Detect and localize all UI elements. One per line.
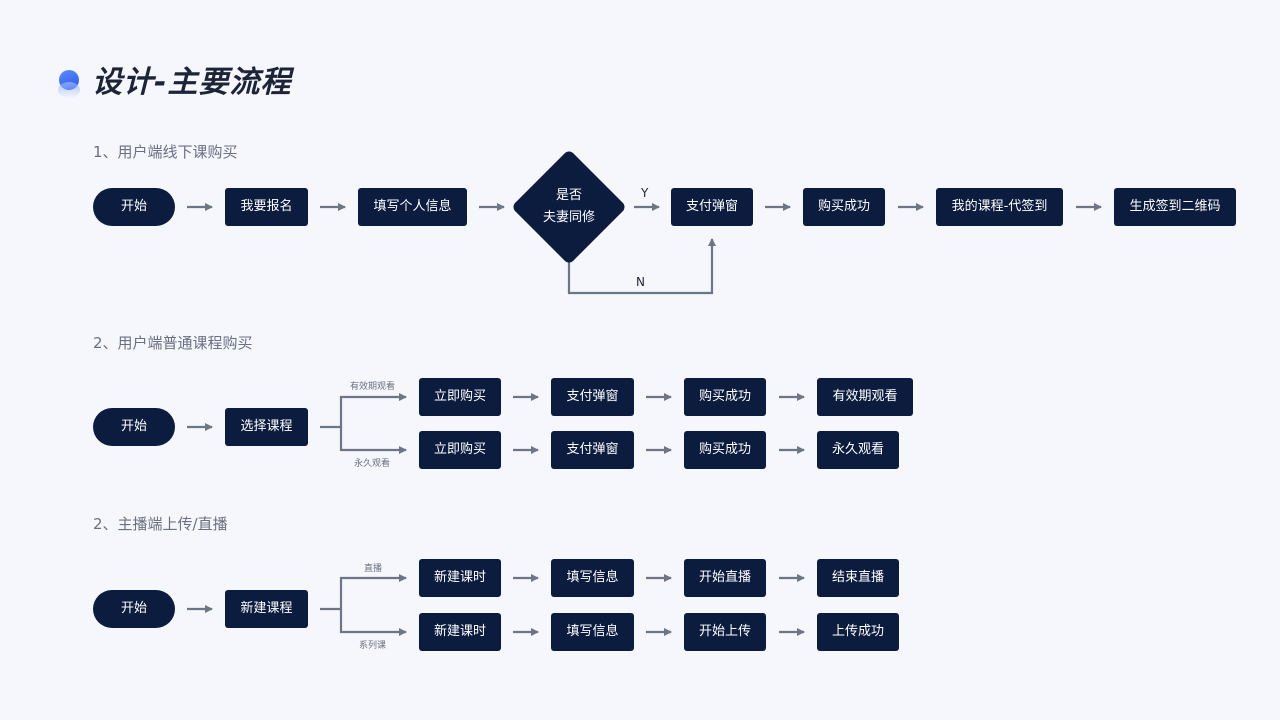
section-title-offline: 1、用户端线下课购买 <box>93 143 238 161</box>
branch-label-permanent: 永久观看 <box>354 459 391 469</box>
node-fill-info: 填写信息 <box>551 613 634 651</box>
section-title-host: 2、主播端上传/直播 <box>93 515 228 533</box>
node-new-lesson: 新建课时 <box>419 613 501 651</box>
page-title: 设计-主要流程 <box>92 65 292 100</box>
node-end-live: 结束直播 <box>817 559 899 597</box>
decision-text: 是否 夫妻同修 <box>542 188 595 225</box>
branch-connector <box>320 393 407 429</box>
branch-label-validity: 有效期观看 <box>350 382 396 392</box>
node-generate-qr: 生成签到二维码 <box>1114 188 1236 226</box>
node-payment-popup: 支付弹窗 <box>551 378 634 416</box>
node-payment-popup: 支付弹窗 <box>671 188 753 226</box>
title-bullet-icon <box>58 70 80 100</box>
node-start-upload: 开始上传 <box>684 613 766 651</box>
node-purchase-success: 购买成功 <box>684 431 766 469</box>
section-title-regular: 2、用户端普通课程购买 <box>93 334 253 352</box>
node-fill-info: 填写个人信息 <box>358 188 467 226</box>
node-payment-popup: 支付弹窗 <box>551 431 634 469</box>
start-node: 开始 <box>93 408 175 446</box>
node-start-live: 开始直播 <box>684 559 766 597</box>
node-purchase-success: 购买成功 <box>684 378 766 416</box>
node-new-course: 新建课程 <box>225 590 308 628</box>
branch-label-live: 直播 <box>364 564 383 574</box>
node-sign-up: 我要报名 <box>225 188 308 226</box>
node-purchase-success: 购买成功 <box>803 188 885 226</box>
edge-label-no: N <box>636 275 645 289</box>
node-buy-now: 立即购买 <box>419 378 501 416</box>
node-select-course: 选择课程 <box>225 408 308 446</box>
start-node: 开始 <box>93 188 175 226</box>
node-buy-now: 立即购买 <box>419 431 501 469</box>
branch-connector <box>339 427 407 454</box>
edge-label-yes: Y <box>641 186 649 200</box>
node-validity-watch: 有效期观看 <box>817 378 913 416</box>
node-my-course-checkin: 我的课程-代签到 <box>936 188 1063 226</box>
start-node: 开始 <box>93 590 175 628</box>
node-permanent-watch: 永久观看 <box>817 431 899 469</box>
branch-connector <box>320 574 407 611</box>
branch-label-series: 系列课 <box>359 641 387 651</box>
node-new-lesson: 新建课时 <box>419 559 501 597</box>
node-fill-info: 填写信息 <box>551 559 634 597</box>
arrow-no <box>567 238 716 295</box>
branch-connector <box>339 609 407 636</box>
node-upload-success: 上传成功 <box>817 613 899 651</box>
